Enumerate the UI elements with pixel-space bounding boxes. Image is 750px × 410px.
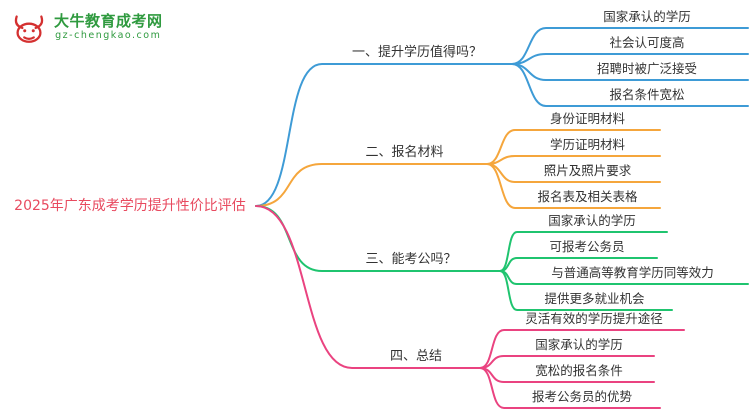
site-logo-title: 大牛教育成考网 xyxy=(54,12,163,30)
edge-branch-1-child-4 xyxy=(511,63,749,107)
edge-group-branch-4 xyxy=(255,205,685,409)
leaf-node: 灵活有效的学历提升途径 xyxy=(525,311,663,326)
bull-icon xyxy=(14,15,44,43)
leaf-node: 国家承认的学历 xyxy=(548,213,636,228)
edge-branch-3-child-4 xyxy=(499,270,673,311)
edge-group-branch-2 xyxy=(255,129,661,209)
leaf-node: 提供更多就业机会 xyxy=(544,291,645,306)
edge-root-branch-4 xyxy=(255,205,481,369)
leaf-node: 与普通高等教育学历同等效力 xyxy=(551,265,714,280)
leaf-node: 可报考公务员 xyxy=(549,239,625,254)
edge-branch-4-child-4 xyxy=(479,367,661,409)
leaf-node: 国家承认的学历 xyxy=(603,9,691,24)
site-logo[interactable]: 大牛教育成考网 gz-chengkao.com xyxy=(10,8,163,46)
branch-node-4: 四、总结 xyxy=(389,349,442,364)
leaf-node: 照片及照片要求 xyxy=(543,163,632,178)
leaf-node: 宽松的报名条件 xyxy=(535,363,623,378)
leaf-node: 报考公务员的优势 xyxy=(531,389,632,404)
leaf-node: 报名条件宽松 xyxy=(609,87,685,102)
edge-group-branch-1 xyxy=(255,27,749,207)
edge-root-branch-1 xyxy=(255,63,513,207)
leaf-node: 国家承认的学历 xyxy=(535,337,623,352)
leaf-node: 报名表及相关表格 xyxy=(537,189,638,204)
site-logo-text: 大牛教育成考网 gz-chengkao.com xyxy=(54,12,163,42)
leaf-node: 招聘时被广泛接受 xyxy=(596,61,697,76)
site-logo-subtitle: gz-chengkao.com xyxy=(55,30,162,41)
leaf-node: 身份证明材料 xyxy=(549,111,625,126)
mindmap-root-node: 2025年广东成考学历提升性价比评估 xyxy=(14,198,246,214)
branch-node-1: 一、提升学历值得吗？ xyxy=(351,45,482,60)
leaf-node: 学历证明材料 xyxy=(549,137,625,152)
edge-branch-2-child-4 xyxy=(486,163,661,209)
branch-node-3: 三、能考公吗？ xyxy=(365,252,457,267)
branch-node-2: 二、报名材料 xyxy=(365,145,444,160)
leaf-node: 社会认可度高 xyxy=(609,35,685,50)
edge-root-branch-2 xyxy=(255,163,488,207)
